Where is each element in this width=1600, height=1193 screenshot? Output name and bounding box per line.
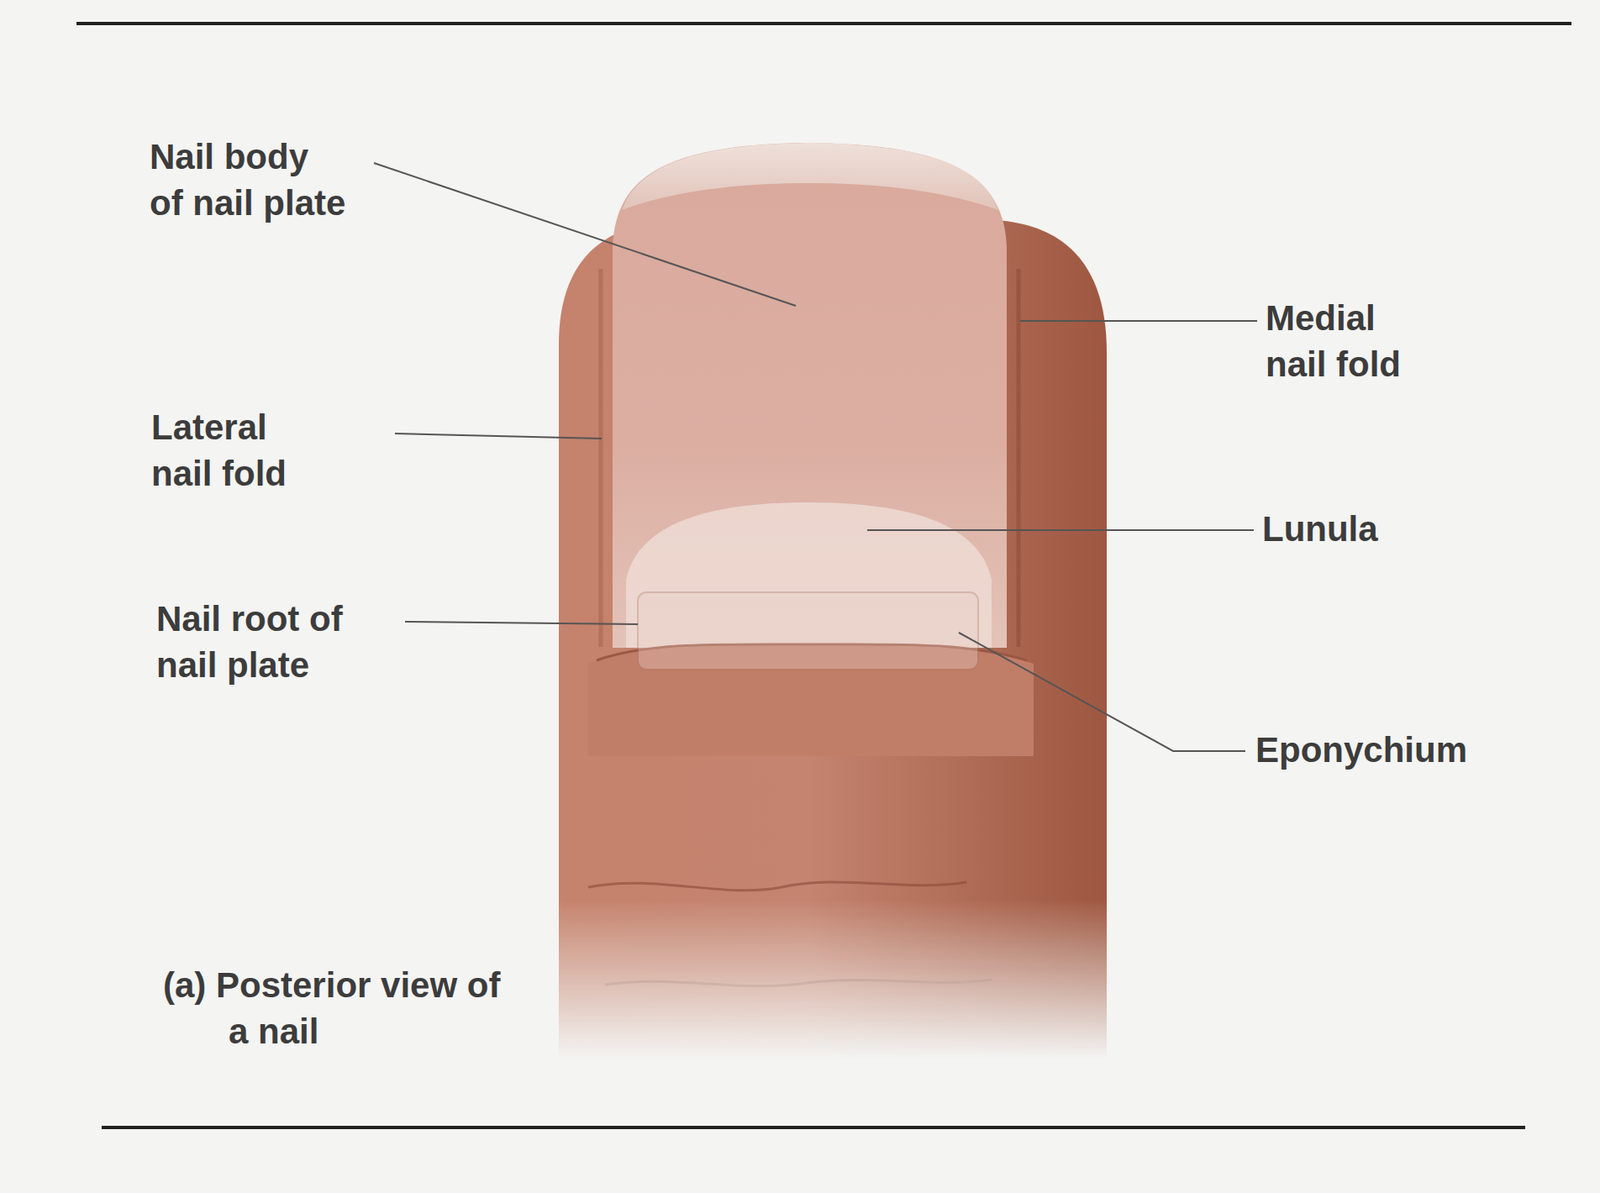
nail-fold xyxy=(599,268,604,648)
part-label: Nail root of nail plate xyxy=(156,596,392,689)
nail-plate xyxy=(612,142,1007,648)
figure-caption: (a) Posterior view of a nail xyxy=(163,963,506,1055)
part-label: Nail body of nail plate xyxy=(149,134,402,227)
bottom-rule xyxy=(101,1126,1526,1130)
part-label: Medial nail fold xyxy=(1265,295,1485,388)
nail-root xyxy=(637,592,979,670)
top-rule xyxy=(76,21,1572,26)
part-label: Lateral nail fold xyxy=(151,405,379,497)
free-edge xyxy=(621,142,999,211)
nail-fold xyxy=(1016,268,1022,648)
part-label: Eponychium xyxy=(1255,727,1542,774)
part-label: Lunula xyxy=(1262,506,1481,553)
leader-lines xyxy=(373,163,1258,752)
